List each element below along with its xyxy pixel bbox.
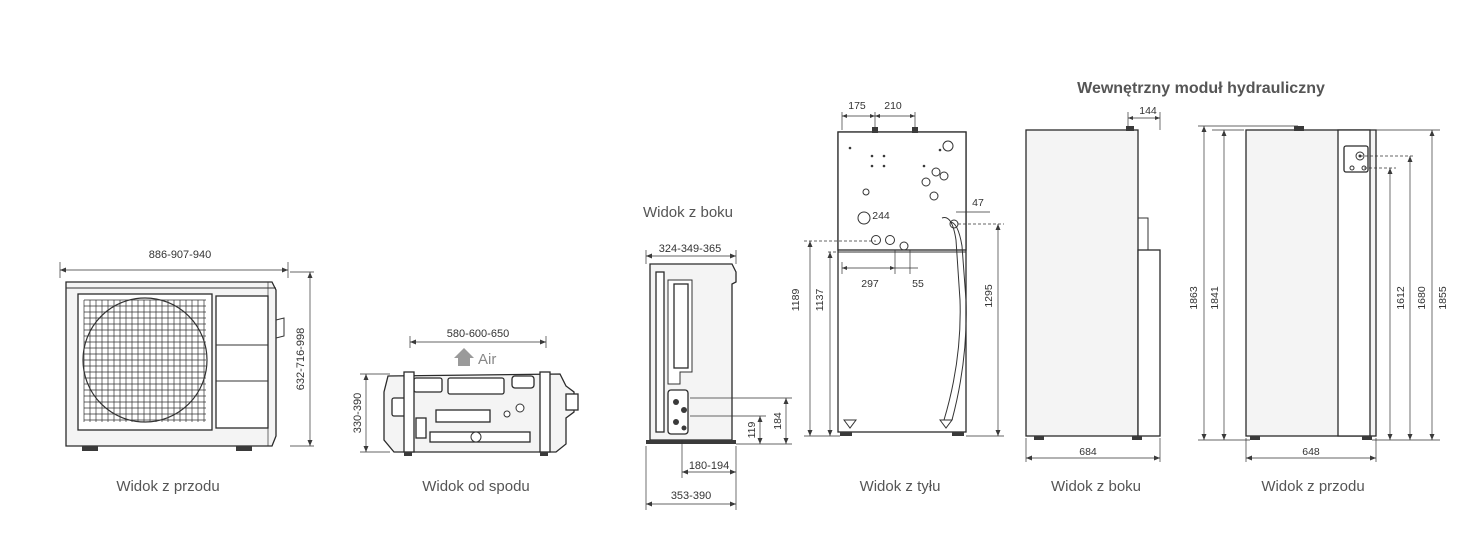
air-label: Air — [478, 351, 496, 368]
dim-outdoor-front-width: 886-907-940 — [149, 249, 211, 261]
dim-back-1189: 1189 — [790, 289, 802, 312]
dim-outdoor-bottom-height: 330-390 — [352, 393, 364, 433]
caption-indoor-front: Widok z przodu — [1261, 478, 1364, 495]
dim-outdoor-side-119: 119 — [746, 421, 758, 438]
dim-outdoor-side-184: 184 — [772, 412, 784, 430]
dim-outdoor-bottom-width: 580-600-650 — [447, 328, 509, 340]
outdoor-front-view: 886-907-940 632-716-998 Widok z przodu — [59, 249, 314, 495]
dim-back-244: 244 — [872, 210, 890, 222]
caption-outdoor-front: Widok z przodu — [116, 478, 219, 495]
dim-front-648: 648 — [1302, 446, 1320, 458]
dim-side-144: 144 — [1139, 105, 1157, 117]
dim-back-297: 297 — [861, 278, 879, 290]
outdoor-bottom-view: 580-600-650 Air 330-390 Widok od spodu — [352, 328, 579, 495]
caption-outdoor-bottom: Widok od spodu — [422, 478, 530, 495]
dim-front-1855: 1855 — [1437, 286, 1449, 310]
indoor-front-view: 1863 1841 1612 1680 1855 648 Widok z prz… — [1188, 125, 1449, 495]
dim-back-55: 55 — [912, 278, 924, 290]
dim-outdoor-side-353: 353-390 — [671, 490, 711, 502]
indoor-side-view: 144 684 Widok z boku — [1025, 105, 1161, 495]
dim-back-47: 47 — [972, 197, 984, 209]
dim-front-1612: 1612 — [1395, 286, 1407, 310]
caption-indoor-side: Widok z boku — [1051, 478, 1141, 495]
dim-side-1863: 1863 — [1188, 286, 1200, 310]
dim-side-684: 684 — [1079, 446, 1097, 458]
caption-indoor-back: Widok z tyłu — [860, 478, 941, 495]
caption-outdoor-side: Widok z boku — [643, 204, 733, 221]
dim-outdoor-front-height: 632-716-998 — [295, 328, 307, 390]
dim-front-1680: 1680 — [1416, 286, 1428, 310]
indoor-back-view: 175 210 244 47 — [790, 100, 1004, 495]
outdoor-side-view: Widok z boku 324-349-365 184 119 180-19 — [643, 204, 792, 510]
dim-back-1137: 1137 — [814, 289, 826, 312]
dim-back-1295: 1295 — [983, 284, 995, 308]
air-arrow-icon — [454, 348, 474, 366]
dim-side-1841: 1841 — [1209, 286, 1221, 310]
fan-grille — [82, 297, 208, 423]
dim-outdoor-side-180: 180-194 — [689, 460, 729, 472]
indoor-module-title: Wewnętrzny moduł hydrauliczny — [1077, 80, 1325, 97]
dim-back-210: 210 — [884, 100, 902, 112]
dim-back-175: 175 — [848, 100, 866, 112]
dim-outdoor-side-top: 324-349-365 — [659, 243, 721, 255]
